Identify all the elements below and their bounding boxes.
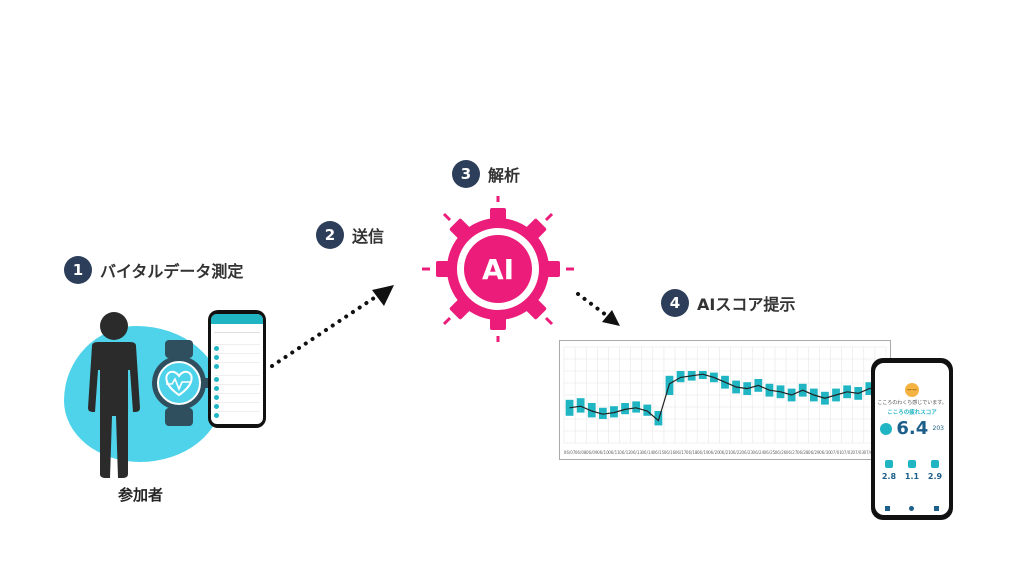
step-4: 4 AIスコア提示 — [661, 289, 795, 317]
x-tick-label: 06/23 — [741, 450, 753, 455]
range-bar — [576, 398, 585, 413]
range-bar — [587, 403, 596, 418]
mini-score-card: 1.1 — [902, 453, 922, 481]
mini-score-card: 2.9 — [925, 453, 945, 481]
x-tick-label: 06/13 — [630, 450, 642, 455]
face-icon: ‒‒ — [875, 377, 949, 397]
x-tick-label: 06/25 — [764, 450, 776, 455]
x-tick-label: 06/26 — [775, 450, 787, 455]
x-tick-label: 07/04 — [864, 450, 876, 455]
present-arrow — [576, 292, 620, 326]
x-tick-label: 06/16 — [664, 450, 676, 455]
range-bar — [610, 406, 618, 418]
x-tick-label: 07/03 — [852, 450, 864, 455]
range-bar — [698, 371, 707, 379]
x-tick-label: 06/08 — [575, 450, 587, 455]
mini-score-value: 2.8 — [881, 472, 897, 481]
phone-screen — [211, 314, 263, 424]
step-3: 3 解析 — [452, 160, 520, 188]
x-tick-label: 06/22 — [730, 450, 742, 455]
ai-label: AI — [482, 253, 514, 286]
x-tick-label: 06/10 — [597, 450, 609, 455]
ai-gear-icon: AI — [422, 196, 574, 342]
range-bar — [632, 401, 641, 413]
side-value: 203 — [932, 425, 944, 432]
settings-icon[interactable] — [934, 506, 940, 511]
x-tick-label: 06/17 — [675, 450, 687, 455]
step-label: AIスコア提示 — [697, 295, 796, 314]
step-number: 4 — [661, 289, 689, 317]
x-tick-label: 06/12 — [619, 450, 631, 455]
result-screen: ‒‒ こころのわくち感じでいます。 こころの疲れスコア 6.4 203 2.8 … — [875, 363, 949, 515]
mini-score-card: 2.8 — [879, 453, 899, 481]
range-bar — [621, 403, 629, 415]
step-number: 3 — [452, 160, 480, 188]
score-title: こころの疲れスコア — [887, 410, 937, 416]
mini-icon — [908, 460, 916, 468]
greeting-text: こころのわくち感じでいます。 — [877, 400, 947, 406]
mini-icon — [931, 460, 939, 468]
x-tick-label: 06/15 — [653, 450, 665, 455]
x-tick-label: 06/19 — [697, 450, 709, 455]
smartwatch-icon — [152, 340, 208, 426]
home-icon[interactable] — [884, 506, 890, 511]
x-tick-label: 06/21 — [719, 450, 731, 455]
x-tick-label: 06/07 — [564, 450, 576, 455]
result-phone: ‒‒ こころのわくち感じでいます。 こころの疲れスコア 6.4 203 2.8 … — [871, 358, 953, 520]
x-tick-label: 06/18 — [686, 450, 698, 455]
main-score: 6.4 — [896, 418, 929, 439]
range-bar — [598, 407, 607, 419]
heart-icon[interactable] — [909, 506, 915, 511]
step-number: 2 — [316, 221, 344, 249]
x-tick-label: 06/24 — [753, 450, 765, 455]
x-tick-label: 06/11 — [608, 450, 620, 455]
brain-icon — [880, 422, 892, 435]
mini-score-value: 1.1 — [904, 472, 920, 481]
x-tick-label: 06/20 — [708, 450, 720, 455]
bottom-nav — [875, 506, 949, 511]
step-label: 解析 — [488, 166, 521, 185]
step-1: 1 バイタルデータ測定 — [64, 256, 243, 284]
range-bar — [676, 371, 685, 383]
x-tick-label: 07/01 — [830, 450, 842, 455]
step-label: 送信 — [352, 227, 385, 246]
mini-score-value: 2.9 — [927, 472, 943, 481]
x-tick-label: 06/09 — [586, 450, 598, 455]
x-tick-label: 06/14 — [642, 450, 654, 455]
person-icon — [88, 312, 140, 478]
x-tick-label: 06/27 — [786, 450, 798, 455]
step-number: 1 — [64, 256, 92, 284]
step-label: バイタルデータ測定 — [100, 262, 244, 281]
range-bar — [654, 411, 663, 426]
range-bar — [643, 404, 652, 416]
send-arrow — [270, 285, 394, 368]
x-tick-label: 06/28 — [797, 450, 809, 455]
x-tick-label: 07/02 — [841, 450, 853, 455]
x-tick-label: 06/30 — [819, 450, 831, 455]
participant-label: 参加者 — [118, 486, 164, 504]
measurement-phone — [208, 310, 266, 428]
step-2: 2 送信 — [316, 221, 384, 249]
x-tick-label: 06/29 — [808, 450, 820, 455]
mini-icon — [885, 460, 893, 468]
series-line — [569, 373, 881, 422]
